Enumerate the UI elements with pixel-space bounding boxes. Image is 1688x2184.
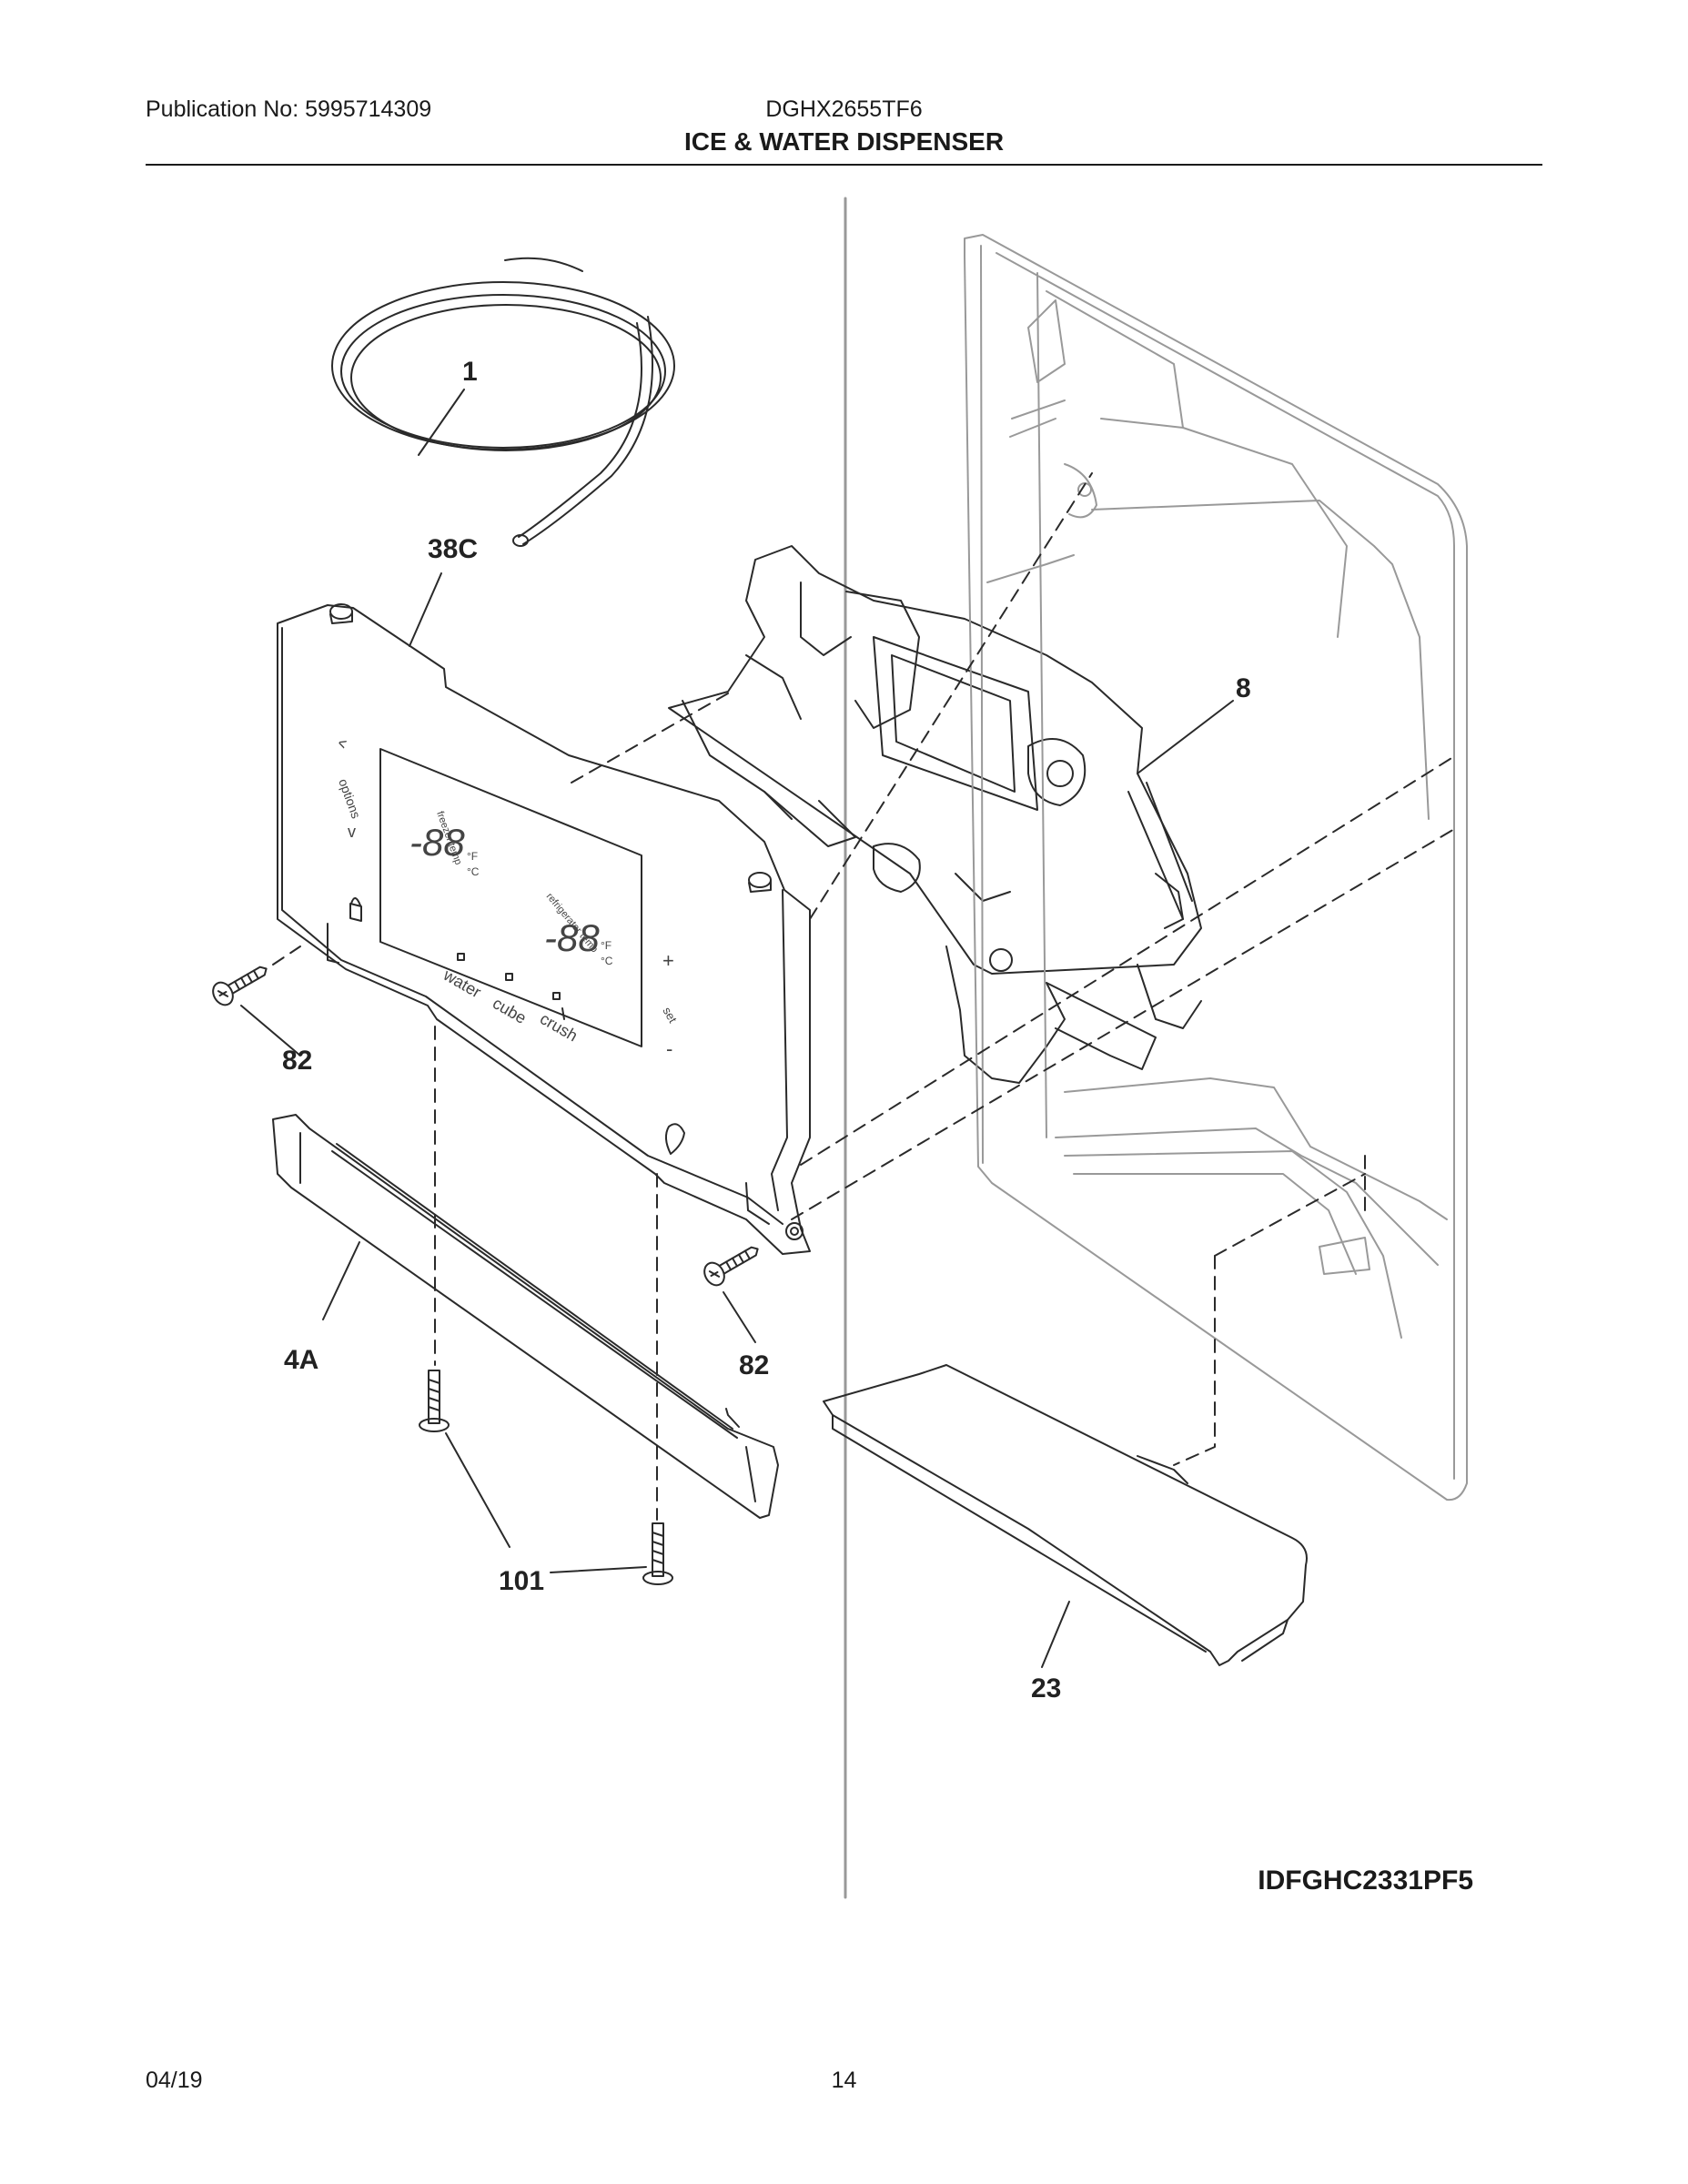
publication-number: Publication No: 5995714309: [146, 96, 432, 122]
screw-101-upper: [419, 1370, 450, 1432]
screw-82-left: [212, 966, 268, 1006]
crush-button-label: crush: [537, 1009, 581, 1045]
water-button-label: water: [440, 966, 484, 1002]
header-rule: [146, 164, 1542, 166]
page-title: ICE & WATER DISPENSER: [683, 127, 1005, 156]
drip-tray: [823, 1364, 1308, 1666]
diagram-code: IDFGHC2331PF5: [1258, 1866, 1473, 1896]
page-number: 14: [831, 2068, 857, 2093]
model-number: DGHX2655TF6: [765, 96, 923, 122]
freezer-unit-f: °F: [467, 850, 478, 863]
dispenser-mechanism-assembly: [668, 545, 1202, 1084]
screw-101-lower: [642, 1522, 673, 1585]
panel-labels: ^ options v freezer temp -88 °F °C refri…: [335, 737, 680, 1060]
callout-4a: 4A: [284, 1345, 318, 1375]
fridge-temp-value: -88: [544, 916, 600, 959]
fridge-unit-f: °F: [601, 939, 612, 952]
callout-38c: 38C: [428, 534, 478, 564]
plus-button-label: +: [662, 949, 674, 972]
footer-date: 04/19: [146, 2068, 203, 2093]
screw-82-right: [703, 1246, 759, 1287]
callout-101: 101: [499, 1566, 544, 1596]
control-panel-housing: [277, 603, 811, 1255]
callout-23: 23: [1031, 1673, 1061, 1704]
panel-up-arrow: ^: [335, 737, 357, 753]
fridge-unit-c: °C: [601, 955, 613, 967]
assembly-guide-lines: [272, 472, 1457, 1521]
water-tube-coil: [331, 257, 675, 547]
callout-leaders: [240, 389, 1234, 1668]
door-liner: [964, 234, 1468, 1502]
freezer-temp-value: -88: [409, 821, 465, 864]
callout-numbers: 1 38C 8 82 82 4A 101 23: [282, 357, 1251, 1704]
dispenser-trim-strip: [272, 1114, 779, 1519]
set-button-label: set: [660, 1005, 680, 1026]
callout-82-left: 82: [282, 1046, 312, 1076]
callout-82-right: 82: [739, 1350, 769, 1380]
panel-options-label: options: [336, 777, 363, 821]
minus-button-label: -: [666, 1037, 672, 1060]
freezer-unit-c: °C: [467, 865, 480, 878]
callout-1: 1: [462, 357, 478, 387]
panel-down-arrow: v: [348, 823, 356, 841]
callout-8: 8: [1236, 673, 1251, 703]
